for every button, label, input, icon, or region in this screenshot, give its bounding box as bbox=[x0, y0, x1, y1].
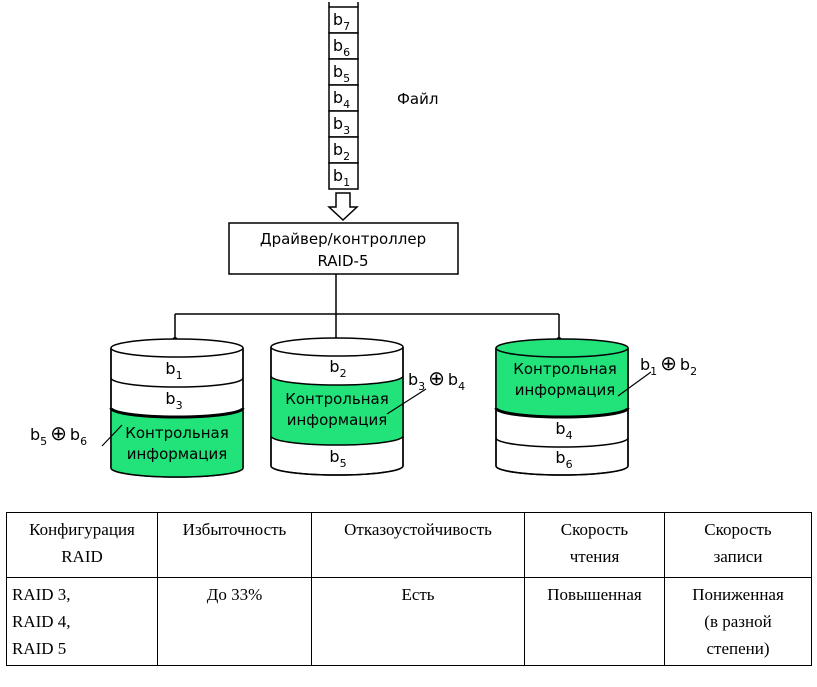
file-block-label: b4 bbox=[333, 88, 350, 111]
file-block-stack: b7 b6 b5 b4 b3 b2 b1 bbox=[328, 2, 359, 190]
cell-read-speed: Повышенная bbox=[524, 577, 665, 666]
disk-block-label: b4 bbox=[555, 419, 572, 442]
cell-line: RAID 5 bbox=[12, 639, 67, 658]
disk-block-label: b3 bbox=[165, 389, 182, 412]
parity-segment bbox=[496, 348, 628, 417]
cell-line: (в разной bbox=[704, 612, 772, 631]
disk-array: b1b3Контрольнаяинформацияb2Контрольнаяин… bbox=[30, 337, 697, 478]
xor-label-disk3: b1⊕b2 bbox=[640, 351, 697, 378]
disk-top bbox=[110, 338, 244, 358]
disk-block-label: b1 bbox=[165, 359, 182, 382]
cell-line: степени) bbox=[706, 639, 770, 658]
disk-block-label: b2 bbox=[329, 357, 346, 380]
parity-label: информация bbox=[127, 445, 228, 463]
controller-label-line1: Драйвер/контроллер bbox=[260, 230, 426, 248]
header-fault-tolerance: Отказоустойчивость bbox=[311, 512, 525, 578]
cell-line: Есть bbox=[401, 585, 435, 604]
disk-block-label: b6 bbox=[555, 448, 572, 471]
header-config-line: RAID bbox=[61, 547, 103, 566]
file-block bbox=[328, 162, 359, 190]
xor-label-disk2: b3⊕b4 bbox=[408, 366, 465, 393]
header-redundancy-line: Избыточность bbox=[182, 520, 287, 539]
cell-line: RAID 4, bbox=[12, 612, 71, 631]
file-block bbox=[328, 32, 359, 60]
parity-segment bbox=[111, 408, 243, 477]
raid-controller-box: Драйвер/контроллер RAID-5 bbox=[228, 222, 459, 275]
disk-top bbox=[495, 338, 629, 358]
file-block bbox=[328, 136, 359, 164]
file-block-label: b1 bbox=[333, 166, 350, 189]
file-block-label: b3 bbox=[333, 114, 350, 137]
file-block-label: b5 bbox=[333, 62, 350, 85]
table-row: RAID 3, RAID 4, RAID 5 До 33% Есть Повышен… bbox=[6, 577, 812, 666]
header-read-speed-line: Скорость bbox=[560, 520, 629, 539]
header-redundancy: Избыточность bbox=[157, 512, 312, 578]
disk-top bbox=[270, 337, 404, 357]
parity-label: информация bbox=[515, 381, 616, 399]
parity-label: Контрольная bbox=[513, 360, 617, 378]
cell-config: RAID 3, RAID 4, RAID 5 bbox=[6, 577, 158, 666]
header-write-speed-line: записи bbox=[713, 547, 763, 566]
file-block-label: b7 bbox=[333, 10, 350, 33]
header-config-line: Конфигурация bbox=[29, 520, 135, 539]
xor-callouts: b5⊕b6 b3⊕b4 b1⊕b2 bbox=[30, 351, 697, 448]
bus-lines bbox=[174, 274, 560, 340]
parity-label: Контрольная bbox=[285, 390, 389, 408]
controller-label-line2: RAID-5 bbox=[317, 252, 368, 270]
file-label: Файл bbox=[397, 90, 438, 108]
disk-3: Контрольная информация b4 b6 bbox=[494, 338, 630, 476]
cell-line: Повышенная bbox=[547, 585, 642, 604]
header-read-speed-line: чтения bbox=[569, 547, 620, 566]
file-block bbox=[328, 84, 359, 112]
cell-fault-tolerance: Есть bbox=[311, 577, 525, 666]
cell-redundancy: До 33% bbox=[157, 577, 312, 666]
header-write-speed-line: Скорость bbox=[704, 520, 772, 539]
parity-label: информация bbox=[287, 411, 388, 429]
file-block-label: b6 bbox=[333, 36, 350, 59]
xor-label-disk1: b5⊕b6 bbox=[30, 421, 87, 448]
cell-line: Пониженная bbox=[692, 585, 784, 604]
header-write-speed: Скорость записи bbox=[664, 512, 812, 578]
cell-line: До 33% bbox=[206, 585, 263, 604]
file-block bbox=[328, 58, 359, 86]
parity-label: Контрольная bbox=[125, 424, 229, 442]
file-block-label: b2 bbox=[333, 140, 350, 163]
down-arrow-icon bbox=[327, 192, 359, 222]
header-fault-tolerance-line: Отказоустойчивость bbox=[344, 520, 492, 539]
parity-segment bbox=[271, 376, 403, 445]
cell-write-speed: Пониженная (в разной степени) bbox=[664, 577, 812, 666]
disk-block-label: b5 bbox=[329, 447, 346, 470]
raid5-diagram: b7 b6 b5 b4 b3 b2 b1 Файл Драйвер/контроллер R… bbox=[30, 2, 697, 478]
cell-line: RAID 3, bbox=[12, 585, 71, 604]
header-read-speed: Скорость чтения bbox=[524, 512, 665, 578]
